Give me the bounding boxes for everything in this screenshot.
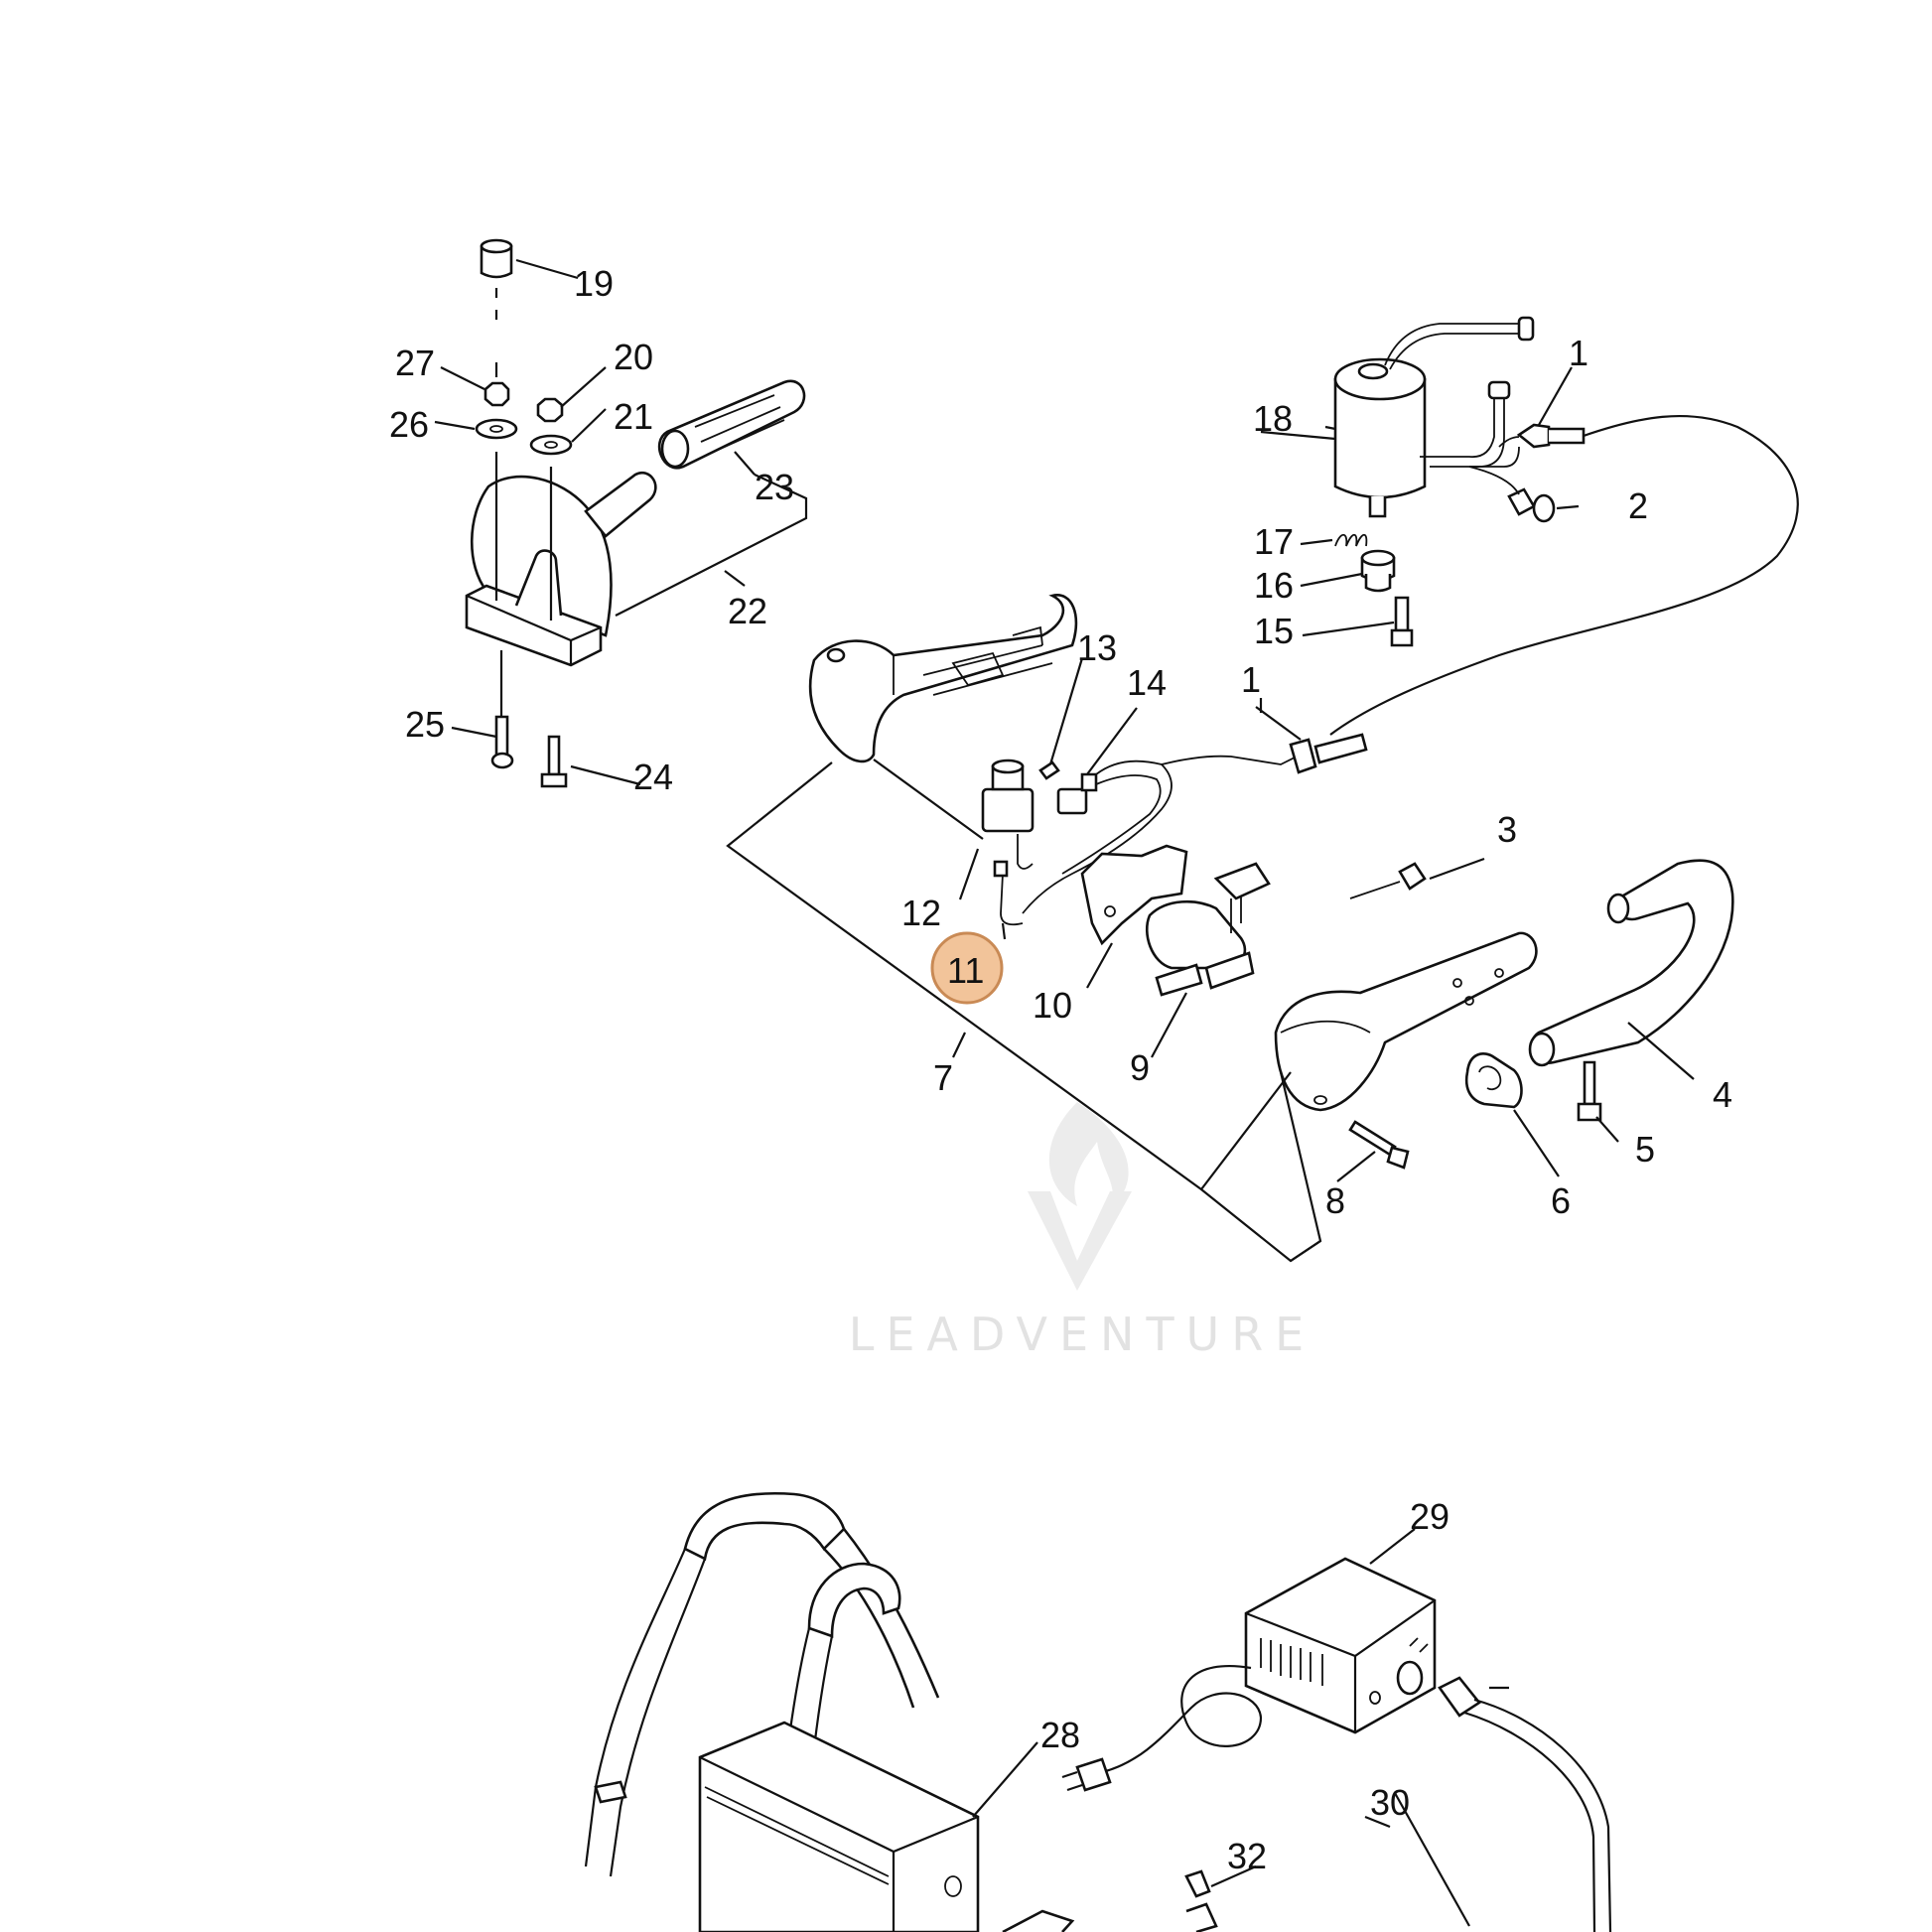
callout-15[interactable]: 15 <box>1254 611 1294 651</box>
callout-11[interactable]: 11 <box>947 950 984 991</box>
screw-part-5 <box>1577 1060 1602 1122</box>
coil-assembly <box>1333 316 1586 647</box>
connector-part-1 <box>1516 423 1551 449</box>
callout-13[interactable]: 13 <box>1077 627 1117 668</box>
clip-part-3 <box>1349 862 1427 899</box>
handle-housing-lower <box>1274 931 1538 1112</box>
charger-part-29 <box>1244 1557 1437 1734</box>
callout-14[interactable]: 14 <box>1127 662 1167 703</box>
main-cable <box>1329 414 1799 736</box>
bracket-assembly <box>465 238 806 788</box>
leader-lines <box>434 258 1695 1927</box>
callout-19[interactable]: 19 <box>574 263 614 304</box>
insert-part-6 <box>1464 1052 1523 1109</box>
bolt-part-25 <box>494 715 509 757</box>
power-plug <box>1075 1757 1112 1792</box>
callout-25[interactable]: 25 <box>405 704 445 745</box>
highlight-callout-11[interactable] <box>930 931 1004 1005</box>
callout-23[interactable]: 23 <box>755 467 794 507</box>
trigger-part-9 <box>1145 862 1271 997</box>
callout-32[interactable]: 32 <box>1227 1836 1267 1876</box>
callout-3[interactable]: 3 <box>1497 809 1517 850</box>
bracket-shaft <box>584 471 657 538</box>
loop-handle-part-4 <box>1530 859 1734 1064</box>
nut-part-27 <box>483 381 510 407</box>
callout-24[interactable]: 24 <box>633 757 673 797</box>
callout-6[interactable]: 6 <box>1551 1180 1571 1221</box>
callout-4[interactable]: 4 <box>1713 1074 1732 1115</box>
bolt-part-24 <box>547 735 561 776</box>
washer-part-26 <box>475 418 518 440</box>
callout-18[interactable]: 18 <box>1253 398 1293 439</box>
callout-29[interactable]: 29 <box>1410 1496 1449 1537</box>
callout-10[interactable]: 10 <box>1033 985 1072 1026</box>
callout-20[interactable]: 20 <box>614 337 653 377</box>
battery-pack-part-28 <box>698 1721 980 1932</box>
callout-5[interactable]: 5 <box>1635 1129 1655 1170</box>
connector-part-2 <box>1507 487 1536 516</box>
callout-17[interactable]: 17 <box>1254 521 1294 562</box>
callout-30[interactable]: 30 <box>1370 1782 1410 1823</box>
callout-8[interactable]: 8 <box>1325 1180 1345 1221</box>
callout-1-upper[interactable]: 1 <box>1569 333 1588 373</box>
washer-part-21 <box>529 434 573 456</box>
switch-part-12 <box>981 759 1035 833</box>
handle-housing-part-7 <box>808 594 1078 763</box>
screw-part-8 <box>1348 1120 1410 1170</box>
watermark-text: LEADVENTURE <box>849 1308 1316 1361</box>
wire-harness <box>1022 759 1173 914</box>
callout-26[interactable]: 26 <box>389 404 429 445</box>
callout-27[interactable]: 27 <box>395 343 435 383</box>
part-30-assembly <box>1002 1869 1218 1932</box>
flame-v-logo-icon <box>1028 1102 1132 1291</box>
plate-part-10 <box>1080 844 1188 946</box>
nut-part-20 <box>536 397 564 423</box>
callout-21[interactable]: 21 <box>614 396 653 437</box>
callout-7[interactable]: 7 <box>933 1057 953 1098</box>
charger-cord <box>1101 1665 1263 1774</box>
callout-28[interactable]: 28 <box>1040 1715 1080 1755</box>
callout-9[interactable]: 9 <box>1130 1047 1150 1088</box>
callout-labels: 19 27 20 26 21 23 22 25 24 1 18 2 17 16 … <box>389 263 1732 1876</box>
output-cable <box>1463 1698 1612 1932</box>
pin-part-13 <box>1038 760 1060 780</box>
callout-2[interactable]: 2 <box>1628 485 1648 526</box>
screw-part-15 <box>1394 596 1410 632</box>
callout-1-lower[interactable]: 1 <box>1241 659 1261 700</box>
callout-22[interactable]: 22 <box>728 591 767 631</box>
callout-16[interactable]: 16 <box>1254 565 1294 606</box>
grip-part-23 <box>657 379 806 470</box>
switch-part-14 <box>1056 772 1098 815</box>
spring-part-17 <box>1334 533 1368 547</box>
callout-12[interactable]: 12 <box>901 893 941 933</box>
watermark-logo: LEADVENTURE <box>849 1102 1316 1361</box>
